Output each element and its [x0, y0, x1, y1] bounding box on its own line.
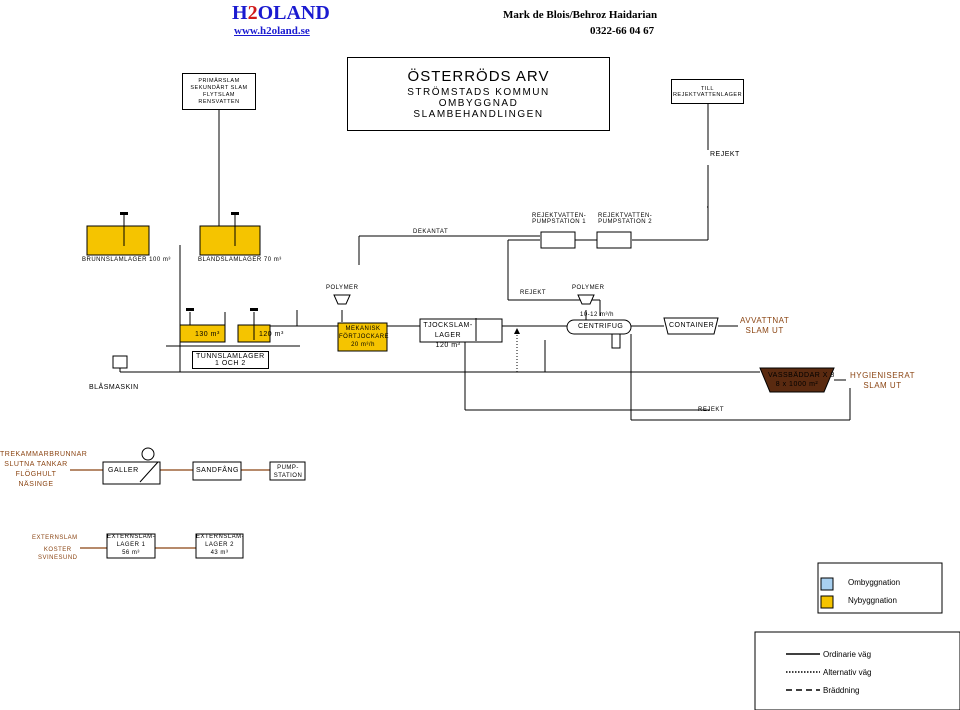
- inputs-box: PRIMÄRSLAM SEKUNDÄRT SLAM FLYTSLAM RENSV…: [182, 73, 256, 110]
- label-galler: GALLER: [108, 467, 139, 474]
- reject-tank-l2: REJEKTVATTENLAGER: [672, 91, 743, 98]
- trek-l4: NÄSINGE: [18, 481, 54, 488]
- ext1-l2: LAGER 1: [116, 542, 146, 548]
- title-line3: OMBYGGNAD: [438, 98, 519, 109]
- authors-text: Mark de Blois/Behroz Haidarian: [503, 9, 658, 21]
- avvattnat-l2: SLAM UT: [745, 326, 784, 335]
- title-box: ÖSTERRÖDS ARV STRÖMSTADS KOMMUN OMBYGGNA…: [347, 57, 610, 131]
- label-mekanisk: MEKANISK FÖRTJOCKARE 20 m³/h: [339, 325, 390, 349]
- label-tank120: 120 m³: [259, 331, 284, 338]
- label-ext2: EXTERNSLAM- LAGER 2 43 m³: [196, 533, 245, 557]
- input-sekundart-slam: SEKUNDÄRT SLAM: [190, 84, 248, 91]
- ext1-l1: EXTERNSLAM-: [107, 534, 156, 540]
- legend-alternativ: Alternativ väg: [823, 668, 872, 677]
- label-pump2: REJEKTVATTEN- PUMPSTATION 2: [598, 213, 652, 225]
- label-ext1: EXTERNSLAM- LAGER 1 56 m³: [107, 533, 155, 557]
- label-vassbaddar: VASSBÄDDAR X 8 8 x 1000 m²: [768, 371, 835, 389]
- trek-l1: TREKAMMARBRUNNAR: [0, 451, 88, 458]
- legend-ordinarie: Ordinarie väg: [823, 650, 872, 659]
- vass-l1: VASSBÄDDAR X 8: [768, 372, 835, 379]
- title-line1: ÖSTERRÖDS ARV: [407, 68, 550, 85]
- legend-nybyggnad: Nybyggnation: [848, 596, 897, 605]
- ext2-l2: LAGER 2: [205, 542, 234, 548]
- label-blasmaskin: BLÅSMASKIN: [89, 384, 139, 391]
- hyg-l2: SLAM UT: [863, 381, 902, 390]
- label-container: CONTAINER: [669, 322, 715, 329]
- title-line2: STRÖMSTADS KOMMUN: [407, 87, 550, 98]
- tjock-l2: LAGER: [434, 332, 462, 339]
- label-rejekt-low: REJEKT: [698, 407, 725, 413]
- legend-ombyggnad: Ombyggnation: [848, 578, 901, 587]
- label-polymer1: POLYMER: [326, 285, 359, 291]
- logo-digit: 2: [247, 2, 258, 24]
- pump-low-l1: PUMP-: [277, 465, 299, 471]
- label-tjockslam: TJOCKSLAM- LAGER 120 m³: [420, 321, 476, 351]
- label-pump1: REJEKTVATTEN- PUMPSTATION 1: [532, 213, 586, 225]
- ext1-l3: 56 m³: [122, 550, 140, 556]
- tjock-l1: TJOCKSLAM-: [423, 322, 473, 329]
- label-dekantat: DEKANTAT: [413, 229, 449, 235]
- tunnslam-l2: 1 OCH 2: [215, 360, 246, 367]
- label-rejekt-top: REJEKT: [710, 151, 740, 158]
- hyg-l1: HYGIENISERAT: [850, 371, 915, 380]
- avvattnat-l1: AVVATTNAT: [740, 316, 790, 325]
- label-sandfang: SANDFÅNG: [196, 467, 239, 474]
- pump-low-l2: STATION: [273, 473, 303, 479]
- label-pumpstation-low: PUMP- STATION: [272, 464, 304, 480]
- reject-tank-box: TILL REJEKTVATTENLAGER: [671, 79, 744, 104]
- mek-l3: 20 m³/h: [351, 342, 375, 348]
- pump1-l2: PUMPSTATION 1: [532, 219, 587, 225]
- label-polymer2: POLYMER: [572, 285, 605, 291]
- phone-text: 0322-66 04 67: [590, 25, 655, 37]
- koster-l2: SVINESUND: [38, 555, 78, 561]
- input-rensvatten: RENSVATTEN: [198, 98, 240, 105]
- reject-tank-l1: TILL: [700, 85, 714, 92]
- label-centrifug: CENTRIFUG: [578, 323, 624, 330]
- pump2-l1: REJEKTVATTEN-: [598, 213, 653, 219]
- label-tank130: 130 m³: [195, 331, 220, 338]
- mek-l2: FÖRTJOCKARE: [339, 334, 390, 340]
- pump1-l1: REJEKTVATTEN-: [532, 213, 587, 219]
- label-avvattnat: AVVATTNAT SLAM UT: [740, 316, 789, 336]
- label-hygieniserat: HYGIENISERAT SLAM UT: [850, 371, 915, 391]
- label-centrifug-rate: 10-12 m³/h: [580, 312, 615, 318]
- logo-prefix: H: [232, 2, 248, 24]
- website-link[interactable]: www.h2oland.se: [234, 25, 310, 37]
- koster-l1: KOSTER: [43, 547, 72, 553]
- pump2-l2: PUMPSTATION 2: [598, 219, 653, 225]
- label-externslam: EXTERNSLAM: [32, 535, 78, 541]
- input-primarslam: PRIMÄRSLAM: [198, 77, 240, 84]
- vass-l2: 8 x 1000 m²: [775, 381, 819, 388]
- tunnslam-l1: TUNNSLAMLAGER: [196, 353, 265, 360]
- legend-braddning: Bräddning: [823, 686, 860, 695]
- company-logo: H2OLAND: [232, 2, 330, 25]
- input-flytslam: FLYTSLAM: [202, 91, 235, 98]
- label-rejekt-mid: REJEKT: [520, 290, 547, 296]
- label-brunnslamlager: BRUNNSLAMLAGER 100 m³: [82, 257, 171, 263]
- label-koster: KOSTER SVINESUND: [38, 546, 78, 562]
- ext2-l1: EXTERNSLAM-: [196, 534, 245, 540]
- trek-l3: FLÖGHULT: [15, 471, 57, 478]
- title-line4: SLAMBEHANDLINGEN: [413, 109, 544, 120]
- tjock-l3: 120 m³: [435, 342, 461, 349]
- label-blandslamlager: BLANDSLAMLAGER 70 m³: [198, 257, 282, 263]
- label-tunnslamlager: TUNNSLAMLAGER 1 OCH 2: [192, 351, 269, 369]
- label-trekammarbrunnar: TREKAMMARBRUNNAR SLUTNA TANKAR FLÖGHULT …: [0, 450, 88, 490]
- ext2-l3: 43 m³: [210, 550, 229, 556]
- trek-l2: SLUTNA TANKAR: [4, 461, 68, 468]
- logo-suffix: OLAND: [257, 2, 330, 24]
- mek-l1: MEKANISK: [345, 326, 381, 332]
